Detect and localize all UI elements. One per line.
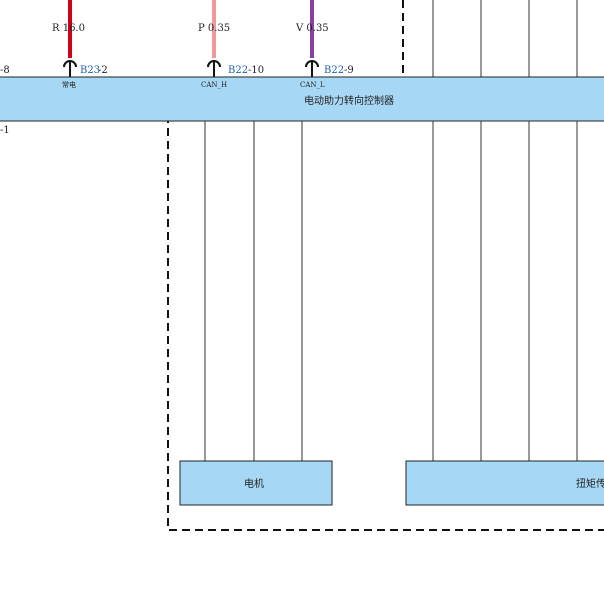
motor-label: 电机: [244, 477, 264, 490]
left-pin-top: -8: [0, 65, 10, 76]
torque-sensor-label: 扭矩传: [576, 477, 604, 490]
signal-label-1: 常电: [62, 80, 76, 89]
sensor-lines: [432, 121, 578, 461]
torque-sensor-box: [405, 460, 604, 506]
connector-pin-2: -10: [248, 65, 264, 76]
wire-pink-label: P 0.35: [198, 23, 230, 34]
connector-id-3: B22: [324, 65, 344, 76]
motor-lines: [204, 121, 303, 461]
connector-pin-3: -9: [344, 65, 354, 76]
controller-bar: [0, 76, 604, 122]
upper-right-lines: [432, 0, 578, 77]
signal-label-3: CAN_L: [300, 81, 325, 89]
connector-id-1: B23: [80, 65, 100, 76]
wire-red-label: R 16.0: [52, 23, 85, 34]
signal-label-2: CAN_H: [201, 81, 227, 89]
controller-name: 电动助力转向控制器: [304, 94, 394, 107]
wire-violet-label: V 0.35: [295, 23, 329, 34]
motor-box: [179, 460, 333, 506]
connector-pin-1: -2: [98, 65, 108, 76]
connector-id-2: B22: [228, 65, 248, 76]
dashed-boundary-lower: [167, 115, 604, 531]
left-pin-bottom: -1: [0, 125, 10, 136]
